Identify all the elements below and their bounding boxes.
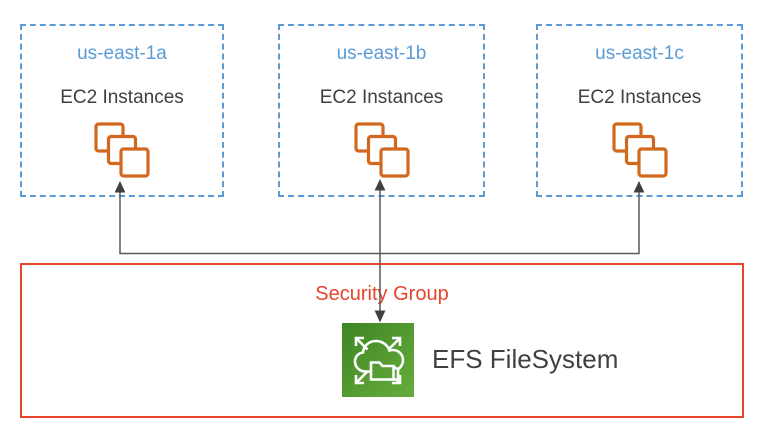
availability-zone-us-east-1a: us-east-1a EC2 Instances xyxy=(20,24,224,197)
zone-title: us-east-1a xyxy=(77,43,167,64)
efs-filesystem-label: EFS FileSystem xyxy=(432,344,619,374)
efs-filesystem-icon xyxy=(342,323,414,397)
zone-title: us-east-1b xyxy=(336,43,427,64)
security-group-label: Security Group xyxy=(315,283,449,305)
ec2-instances-label: EC2 Instances xyxy=(60,87,184,108)
ec2-instances-label: EC2 Instances xyxy=(319,87,444,108)
connector-line-left-right xyxy=(119,192,640,255)
ec2-instances-icon xyxy=(94,122,150,178)
availability-zone-us-east-1b: us-east-1b EC2 Instances xyxy=(278,24,485,197)
availability-zone-us-east-1c: us-east-1c EC2 Instances xyxy=(536,24,743,197)
ec2-instances-icon xyxy=(353,122,410,178)
security-group-boundary: Security Group xyxy=(20,263,744,418)
zone-title: us-east-1c xyxy=(595,43,684,64)
ec2-instances-icon xyxy=(611,122,668,178)
ec2-instances-label: EC2 Instances xyxy=(577,87,702,108)
